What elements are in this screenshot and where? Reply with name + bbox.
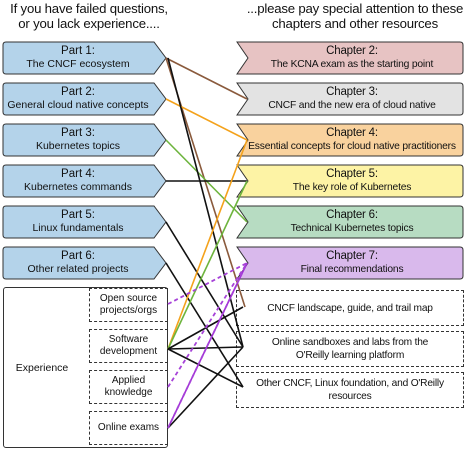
resource-1-line-1: CNCF landscape, guide, and trail map	[267, 302, 433, 314]
part-2-shape	[2, 82, 167, 116]
connector-part6-other	[165, 262, 244, 388]
chapter-6-shape	[236, 205, 464, 239]
chapter-4-shape	[236, 123, 464, 157]
part-3-box: Part 3:Kubernetes topics	[2, 123, 167, 157]
chapter-4-box: Chapter 4: Essential concepts for cloud n…	[236, 123, 464, 157]
part-5-title: Part 5:	[61, 209, 95, 221]
part-6-box: Part 6:Other related projects	[2, 246, 167, 280]
right-header-line-2: chapters and other resources	[272, 16, 438, 31]
part-5-shape	[2, 205, 167, 239]
part-6-subtitle: Other related projects	[27, 263, 129, 275]
left-column-header: If you have failed questions, or you lac…	[0, 1, 178, 31]
exp-3-line-2: knowledge	[104, 387, 153, 398]
part-6-shape	[2, 246, 167, 280]
connector-exams-sandboxes	[167, 346, 244, 429]
part-1-title: Part 1:	[61, 45, 95, 57]
experience-online-exams: Online exams	[89, 411, 168, 445]
part-6-title: Part 6:	[61, 250, 95, 262]
chapter-6-title: Chapter 6:	[326, 209, 378, 221]
connector-software-other	[167, 348, 244, 388]
resource-3-line-1: Other CNCF, Linux foundation, and O'Reil…	[256, 378, 444, 389]
chapter-2-subtitle: The KCNA exam as the starting point	[270, 59, 434, 70]
chapter-2-shape	[236, 41, 464, 75]
chapter-7-shape	[236, 246, 464, 280]
part-2-box: Part 2:General cloud native concepts	[2, 82, 167, 116]
chapter-4-subtitle: Essential concepts for cloud native prac…	[248, 141, 456, 152]
part-3-subtitle: Kubernetes topics	[35, 140, 121, 152]
connector-part3-chapter6	[165, 139, 248, 223]
chapter-7-box: Chapter 7: Final recommendations	[236, 246, 464, 280]
exp-3-line-1: Applied	[111, 374, 146, 386]
part-4-box: Part 4:Kubernetes commands	[2, 164, 167, 198]
chapter-7-title: Chapter 7:	[326, 250, 378, 262]
exp-2-line-2: development	[99, 346, 158, 357]
chapter-6-subtitle: Technical Kubernetes topics	[290, 223, 414, 234]
chapter-3-subtitle: CNCF and the new era of cloud native	[268, 100, 436, 111]
part-4-subtitle: Kubernetes commands	[24, 181, 132, 193]
chapter-2-box: Chapter 2: The KCNA exam as the starting …	[236, 41, 464, 75]
chapter-5-title: Chapter 5:	[326, 168, 378, 180]
chapter-4-title: Chapter 4:	[326, 127, 378, 139]
part-4-title: Part 4:	[61, 168, 95, 180]
connector-part2-chapter4	[165, 98, 248, 141]
connector-black-diagonal	[167, 57, 244, 348]
chapter-5-subtitle: The key role of Kubernetes	[292, 182, 412, 193]
chapter-5-box: Chapter 5: The key role of Kubernetes	[236, 164, 464, 198]
connector-part5-sandboxes	[165, 221, 244, 348]
chapter-7-subtitle: Final recommendations	[300, 264, 404, 275]
chapter-6-box: Chapter 6: Technical Kubernetes topics	[236, 205, 464, 239]
part-2-subtitle: General cloud native concepts	[7, 99, 149, 111]
left-header-line-2: or you lack experience....	[18, 16, 160, 31]
part-3-shape	[2, 123, 167, 157]
exp-4-line-1: Online exams	[97, 421, 160, 433]
left-header-line-1: If you have failed questions,	[10, 1, 168, 16]
chapter-3-shape	[236, 82, 464, 116]
exp-1-line-1: Open source	[99, 292, 158, 304]
part-1-subtitle: The CNCF ecosystem	[26, 58, 130, 70]
part-4-shape	[2, 164, 167, 198]
part-5-box: Part 5:Linux fundamentals	[2, 205, 167, 239]
part-1-shape	[2, 41, 167, 75]
exp-2-line-1: Software	[108, 333, 149, 345]
exp-1-line-2: projects/orgs	[99, 305, 158, 316]
resource-2-line-1: Online sandboxes and labs from the	[271, 337, 429, 348]
chapter-5-shape	[236, 164, 464, 198]
experience-label: Experience	[15, 362, 69, 374]
resource-3-line-2: resources	[328, 391, 372, 402]
connector-software-landscape	[167, 306, 244, 350]
chapter-3-box: Chapter 3: CNCF and the new era of cloud …	[236, 82, 464, 116]
part-3-title: Part 3:	[61, 127, 95, 139]
resource-cncf-landscape: CNCF landscape, guide, and trail map	[236, 290, 464, 326]
chapter-3-title: Chapter 3:	[326, 86, 378, 98]
part-2-title: Part 2:	[61, 86, 95, 98]
connector-software-sandboxes	[167, 346, 244, 350]
part-5-subtitle: Linux fundamentals	[32, 222, 124, 234]
connector-part1-landscape	[165, 57, 246, 308]
resource-2-line-2: O'Reilly learning platform	[295, 350, 405, 361]
connector-part1-chapter3	[165, 57, 248, 100]
part-1-box: Part 1:The CNCF ecosystem	[2, 41, 167, 75]
resource-other-cncf: Other CNCF, Linux foundation, and O'Reil…	[236, 372, 464, 408]
right-header-line-1: ...please pay special attention to these	[246, 1, 464, 16]
right-column-header: ...please pay special attention to these…	[236, 1, 474, 31]
chapter-2-title: Chapter 2:	[326, 45, 378, 57]
